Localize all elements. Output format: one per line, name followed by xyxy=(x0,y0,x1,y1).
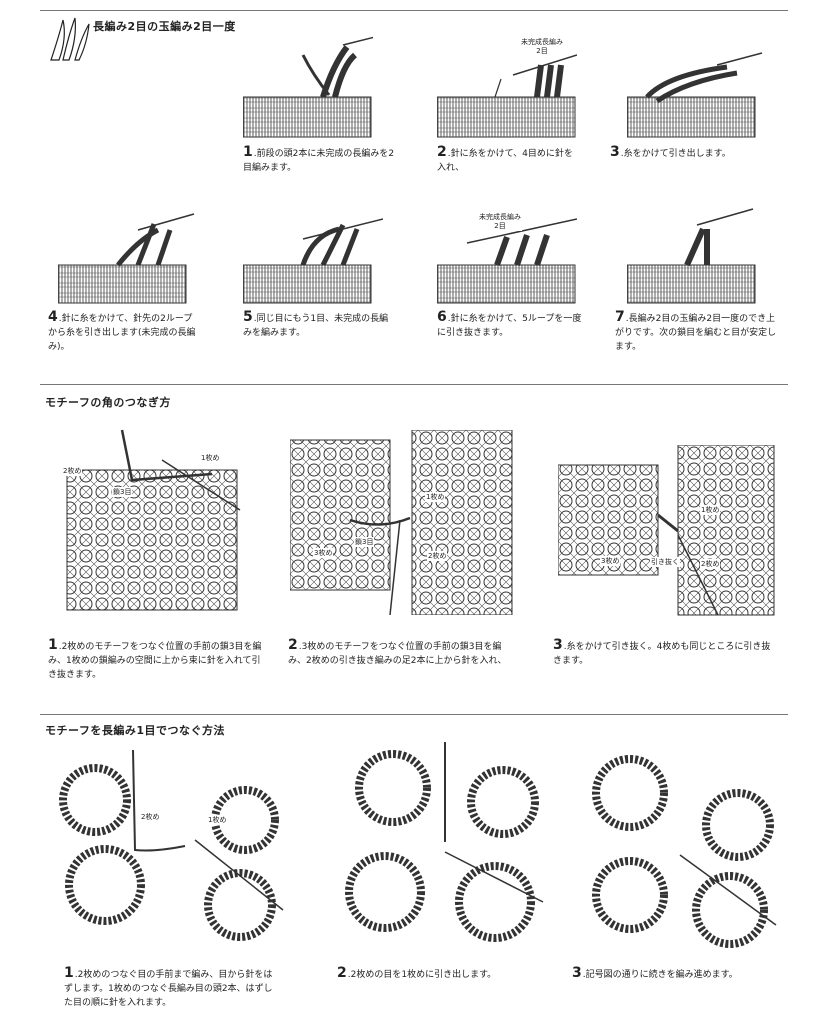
dc-join-step1-illustration xyxy=(55,740,285,955)
step7-caption: 7.長編み2目の玉編み2目一度のでき上がりです。次の鎖目を編むと目が安定します。 xyxy=(615,309,777,352)
dc-join2-caption: 2.2枚めの目を1枚めに引き出します。 xyxy=(337,965,497,981)
section2-rule xyxy=(40,384,788,385)
corner1-label-2nd: 2枚め xyxy=(62,466,83,476)
corner2-label-chain: 鎖3目 xyxy=(354,537,375,547)
section2-title: モチーフの角のつなぎ方 xyxy=(45,396,171,409)
step2-label: 未完成長編み 2目 xyxy=(520,38,564,56)
section3-title: モチーフを長編み1目でつなぐ方法 xyxy=(45,724,225,737)
step1-caption: 1.前段の頭2本に未完成の長編みを2目編みます。 xyxy=(243,144,395,173)
corner3-label-3rd: 3枚め xyxy=(600,556,621,566)
corner2-label-3rd: 3枚め xyxy=(313,548,334,558)
corner3-label-pull: 引き抜く xyxy=(650,557,680,567)
dc-join3-caption: 3.記号図の通りに続きを編み進めます。 xyxy=(572,965,738,981)
step2-illustration xyxy=(437,45,577,140)
top-rule xyxy=(40,10,788,11)
corner1-caption: 1.2枚めのモチーフをつなぐ位置の手前の鎖3目を編み、1枚めの鎖編みの空間に上か… xyxy=(48,637,262,680)
step6-caption: 6.針に糸をかけて、5ループを一度に引き抜きます。 xyxy=(437,309,582,338)
corner2-label-1st: 1枚め xyxy=(425,492,446,502)
motif-corner-step2-illustration xyxy=(290,430,515,615)
step4-caption: 4.針に糸をかけて、針先の2ループから糸を引き出します(未完成の長編み)。 xyxy=(48,309,196,352)
step2-caption: 2.針に糸をかけて、4目めに針を入れ、 xyxy=(437,144,573,173)
corner1-label-1st: 1枚め xyxy=(200,453,221,463)
step5-caption: 5.同じ目にもう1目、未完成の長編みを編みます。 xyxy=(243,309,389,338)
step6-label: 未完成長編み 2目 xyxy=(478,213,522,231)
corner2-caption: 2.3枚めのモチーフをつなぐ位置の手前の鎖3目を編み、2枚めの引き抜き編みの足2… xyxy=(288,637,507,666)
dc-join-step3-illustration xyxy=(590,745,780,955)
corner2-label-2nd: 2枚め xyxy=(427,551,448,561)
corner3-caption: 3.糸をかけて引き抜く。4枚めも同じところに引き抜きます。 xyxy=(553,637,771,666)
dc-join-step2-illustration xyxy=(345,742,545,952)
dc-join1-caption: 1.2枚めのつなぐ目の手前まで編み、目から針をはずします。1枚めのつなぐ長編み目… xyxy=(64,965,273,1008)
section1-title: 長編み2目の玉編み2目一度 xyxy=(93,20,236,33)
step7-illustration xyxy=(627,205,767,305)
corner3-label-1st: 1枚め xyxy=(700,505,721,515)
corner3-label-2nd: 2枚め xyxy=(700,559,721,569)
motif-corner-step1-illustration xyxy=(62,420,242,615)
dc-join1-label-1st: 1枚め xyxy=(207,815,228,825)
step3-illustration xyxy=(627,45,767,140)
step5-illustration xyxy=(243,205,383,305)
step3-caption: 3.糸をかけて引き出します。 xyxy=(610,144,731,160)
dc-join1-label-2nd: 2枚め xyxy=(140,812,161,822)
crossed-needles-logo xyxy=(45,16,95,62)
motif-corner-step3-illustration xyxy=(558,445,776,620)
corner1-label-chain: 鎖3目 xyxy=(112,487,133,497)
step6-illustration xyxy=(437,205,577,305)
step1-illustration xyxy=(243,35,373,140)
section3-rule xyxy=(40,714,788,715)
step4-illustration xyxy=(58,210,198,305)
